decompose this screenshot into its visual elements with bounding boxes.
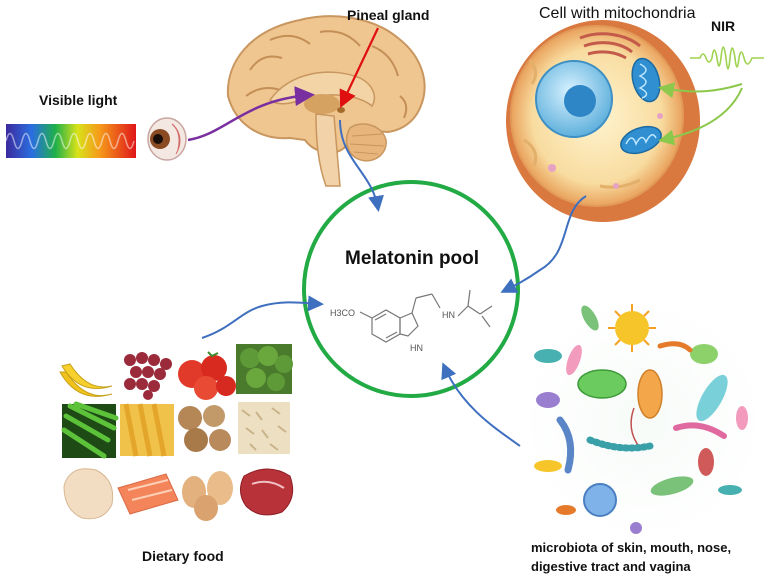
melatonin-pool-title: Melatonin pool: [345, 248, 480, 269]
food-grid: [59, 344, 294, 521]
eggs-icon: [182, 471, 233, 521]
banana-icon: [59, 363, 113, 397]
microbiota-illustration: [519, 296, 767, 544]
melatonin-molecule: [359, 289, 493, 343]
bacteria-icon: [608, 304, 656, 352]
dietary-food-label: Dietary food: [142, 548, 224, 564]
cell-mitochondria-label: Cell with mitochondria: [539, 5, 696, 22]
eye-icon: [147, 117, 187, 161]
visible-spectrum: [5, 124, 136, 158]
mitochondrion-icon: [631, 57, 661, 103]
pineal-gland-label: Pineal gland: [347, 7, 430, 23]
arrow-eye-to-brain: [187, 86, 315, 142]
cell-illustration: [506, 20, 700, 222]
arrow-nir-to-mito-lower: [658, 87, 743, 146]
melatonin-pool-circle: [302, 180, 520, 398]
amide-nh-label: HN: [442, 310, 455, 320]
arrow-microbiota-to-pool: [441, 362, 521, 447]
corn-icon: [120, 403, 174, 457]
visible-light-label: Visible light: [39, 92, 118, 108]
arrow-nir-to-mito-upper: [658, 82, 743, 99]
oats-icon: [238, 402, 290, 454]
meat-icon: [240, 468, 294, 516]
beans-icon: [61, 401, 119, 459]
nir-label: NIR: [711, 18, 736, 34]
arrow-cell-to-pool: [500, 195, 587, 293]
grapes-icon: [124, 352, 172, 400]
microbiota-label-line2: digestive tract and vagina: [531, 559, 691, 574]
brain-illustration: [226, 15, 426, 187]
tomato-icon: [178, 351, 236, 400]
salmon-icon: [117, 473, 179, 515]
chicken-icon: [63, 468, 114, 520]
arrow-food-to-pool: [201, 295, 324, 339]
indole-nh-label: HN: [410, 343, 423, 353]
arrow-brain-to-pool: [339, 119, 384, 212]
mitochondrion-icon: [620, 125, 662, 155]
methoxy-label: H3CO: [330, 308, 355, 318]
nir-wave: [690, 46, 764, 70]
microbiota-label-line1: microbiota of skin, mouth, nose,: [531, 540, 732, 555]
arrow-pineal-pointer: [339, 27, 379, 108]
potato-icon: [178, 405, 231, 452]
broccoli-icon: [236, 344, 293, 394]
